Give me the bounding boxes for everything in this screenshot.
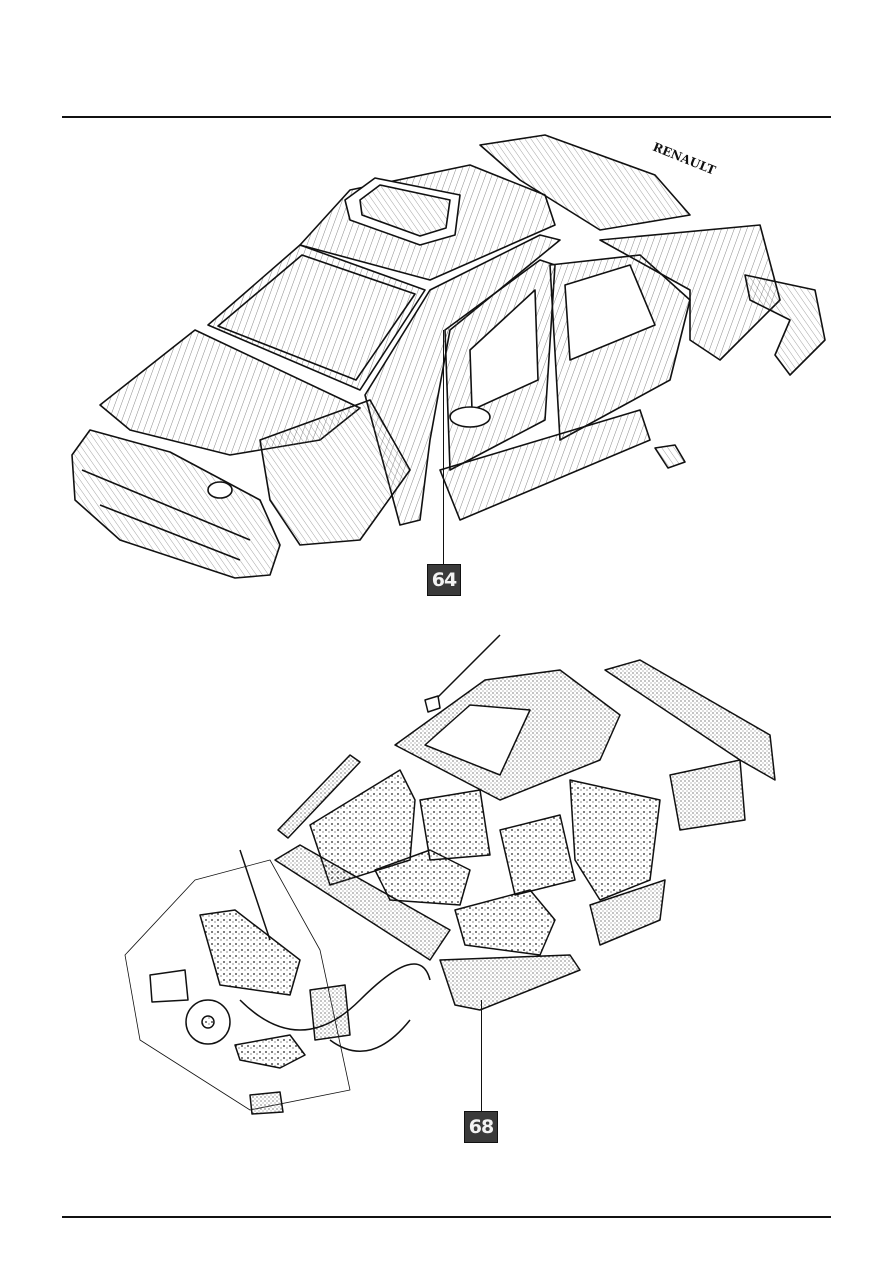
battery: [309, 984, 351, 1041]
pillar-trim: [277, 754, 361, 839]
floor-carpet: [439, 954, 581, 1011]
dashboard: [274, 844, 451, 961]
wiring-harness: [239, 963, 431, 1031]
rear-trim: [669, 759, 746, 831]
header-rule: [62, 116, 831, 118]
passenger-seat: [454, 889, 556, 956]
headlamp: [234, 1034, 306, 1069]
engine-bay: [259, 399, 411, 546]
loose-part: [654, 444, 686, 469]
antenna: [429, 634, 501, 706]
front-bumper: [71, 429, 281, 579]
footer-rule: [62, 1216, 831, 1218]
callout-64: 64: [427, 564, 461, 596]
rear-seat: [569, 779, 661, 901]
washer-bottle: [149, 969, 189, 1003]
hvac-unit: [199, 909, 301, 996]
floor-pan: [439, 409, 651, 521]
windshield: [207, 244, 426, 391]
rear-bumper: [744, 274, 826, 376]
body-shell-illustration: RENAULT: [71, 134, 826, 579]
renault-badge: RENAULT: [651, 140, 718, 178]
rear-quarter: [599, 224, 781, 361]
interior-illustration: [124, 634, 776, 1115]
trunk-lid: [479, 134, 691, 231]
callout-64-leader: [443, 330, 444, 564]
door-mirror: [449, 406, 491, 428]
rear-shelf: [604, 659, 776, 781]
callout-68: 68: [464, 1111, 498, 1143]
callout-68-leader: [481, 1000, 482, 1111]
